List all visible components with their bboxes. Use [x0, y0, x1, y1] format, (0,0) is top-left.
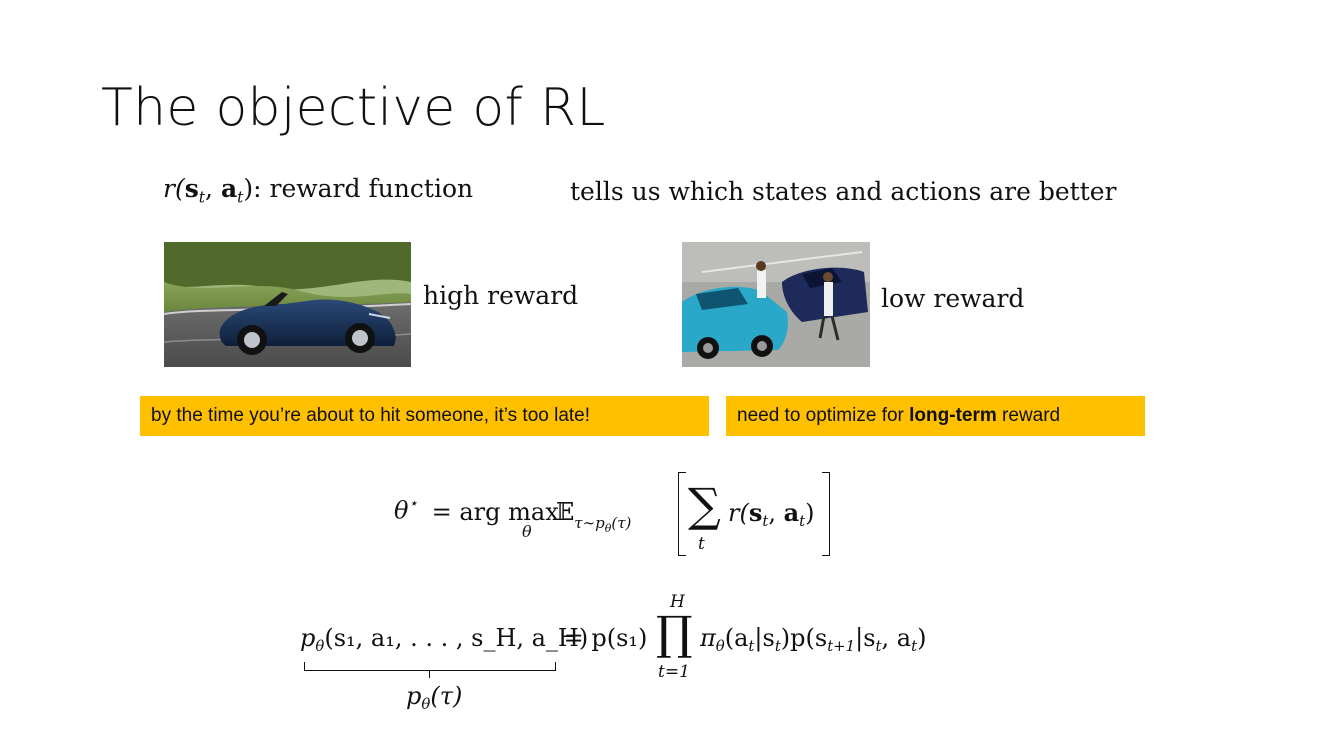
action-symbol: a: [220, 174, 238, 203]
trajectory-equation: pθ(s₁, a₁, . . . , s_H, a_H) = p(s₁) H ∏…: [300, 592, 980, 714]
trajectory-rhs-end: πθ(at|st)p(st+1|st, at): [700, 624, 927, 656]
action-subscript: t: [237, 188, 244, 207]
convertible-car-image: [164, 242, 411, 367]
trajectory-rhs-start: = p(s₁): [556, 624, 648, 652]
state-subscript: t: [198, 188, 206, 207]
low-reward-crash-photo: [682, 242, 870, 367]
reward-explanation: tells us which states and actions are be…: [570, 177, 1117, 206]
car-crash-image: [682, 242, 870, 367]
reward-function-definition: r(st, at): reward function: [163, 174, 473, 206]
product-upper: H: [670, 592, 685, 612]
theta-star: θ⋆: [394, 494, 418, 525]
underbrace-tick: [429, 671, 431, 678]
state-symbol: s: [184, 174, 199, 203]
reward-comma: ,: [205, 174, 221, 203]
right-bracket: [822, 472, 830, 556]
sum-index: t: [698, 534, 705, 554]
argmax: = arg max: [424, 498, 559, 526]
trajectory-lhs: pθ(s₁, a₁, . . . , s_H, a_H): [300, 624, 589, 656]
expectation-operator: 𝔼τ∼pθ(τ): [556, 498, 632, 535]
callout-right-pre: need to optimize for: [737, 405, 910, 426]
slide-title: The objective of RL: [101, 78, 606, 138]
sum-body: r(st, at): [728, 498, 815, 531]
reward-prefix: r(: [163, 174, 185, 203]
high-reward-car-photo: [164, 242, 411, 367]
objective-equation: θ⋆ = arg max θ 𝔼τ∼pθ(τ) ∑ t r(st, at): [394, 466, 844, 562]
callout-too-late: by the time you’re about to hit someone,…: [140, 396, 709, 436]
underbrace: [304, 662, 556, 671]
low-reward-caption: low reward: [881, 284, 1025, 313]
callout-right-post: reward: [996, 405, 1061, 426]
callout-long-term-reward: need to optimize for long-term reward: [726, 396, 1145, 436]
reward-suffix: ): reward function: [243, 174, 474, 203]
product-symbol: ∏: [656, 606, 693, 660]
left-bracket: [678, 472, 686, 556]
argmax-subscript: θ: [522, 522, 532, 541]
callout-right-bold: long-term: [909, 405, 997, 426]
high-reward-caption: high reward: [423, 281, 579, 310]
underbrace-label: pθ(τ): [406, 682, 463, 714]
summation-symbol: ∑: [688, 478, 721, 532]
product-lower: t=1: [658, 662, 690, 682]
